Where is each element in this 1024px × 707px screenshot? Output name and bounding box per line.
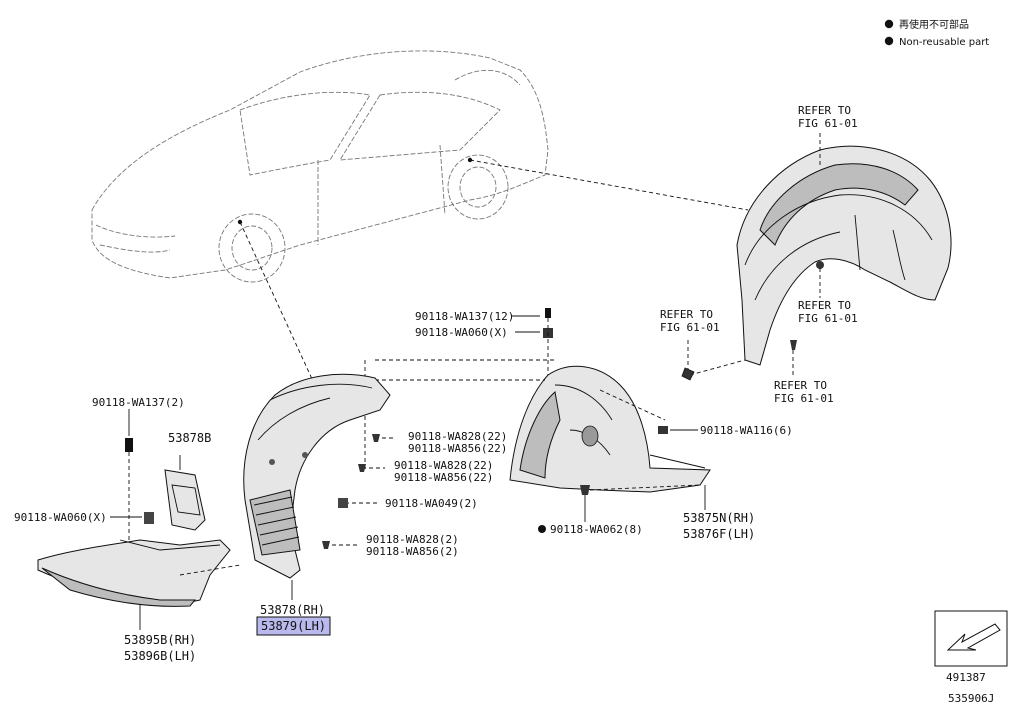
front-fender-liner <box>243 373 391 579</box>
label-53876f: 53876F(LH) <box>683 527 755 541</box>
non-reusable-bullet-icon <box>884 19 894 29</box>
leader-rear <box>469 159 749 211</box>
leader-clip-rear <box>689 359 746 376</box>
label-wa060-left: 90118-WA060(X) <box>14 511 107 524</box>
screw-icon <box>580 485 590 495</box>
legend-jp: 再使用不可部品 <box>899 18 969 31</box>
non-reusable-bullet-icon <box>538 525 546 533</box>
label-53879lh: 53879(LH) <box>261 619 326 633</box>
label-53878rh: 53878(RH) <box>260 603 325 617</box>
refer-to-label: REFER TO <box>660 308 713 321</box>
under-cover <box>37 539 241 607</box>
label-53878b: 53878B <box>168 431 211 445</box>
leader-front <box>239 221 319 393</box>
bolt-icon <box>125 438 133 452</box>
drawing-code: 535906J <box>948 692 994 705</box>
clip-icon <box>681 367 695 381</box>
label-wa856-c: 90118-WA856(2) <box>366 545 459 558</box>
leader-wa062 <box>589 484 701 491</box>
direction-icon-box: 491387 <box>934 610 1008 684</box>
label-53896b: 53896B(LH) <box>124 649 196 663</box>
refer-to-label: REFER TO <box>774 379 827 392</box>
label-wa828-a: 90118-WA828(22) <box>408 430 507 443</box>
icon-code: 491387 <box>946 671 986 684</box>
fastener-labels: 90118-WA137(12) 90118-WA060(X) 90118-WA1… <box>14 310 793 663</box>
screw-icon <box>372 434 380 442</box>
highlight-box <box>256 616 331 636</box>
label-53895b: 53895B(RH) <box>124 633 196 647</box>
refer-fig-label: FIG 61-01 <box>660 321 720 334</box>
non-reusable-bullet-icon <box>884 36 894 46</box>
label-wa137-top: 90118-WA137(12) <box>415 310 514 323</box>
refer-fig-label: FIG 61-01 <box>798 117 858 130</box>
legend-en: Non-reusable part <box>899 37 989 48</box>
bolt-icon <box>545 308 551 318</box>
leader-wa116 <box>599 389 666 421</box>
screw-icon <box>322 541 330 549</box>
nut-icon <box>338 498 348 508</box>
center-liner <box>509 308 711 493</box>
label-wa856-a: 90118-WA856(22) <box>408 442 507 455</box>
direction-arrow-icon <box>946 623 1001 651</box>
screw-icon <box>358 464 366 472</box>
refer-fig-label: FIG 61-01 <box>798 312 858 325</box>
label-53875n: 53875N(RH) <box>683 511 755 525</box>
legend: 再使用不可部品 Non-reusable part <box>884 18 989 48</box>
label-wa828-c: 90118-WA828(2) <box>366 533 459 546</box>
nut-icon <box>144 512 154 524</box>
refer-fig-label: FIG 61-01 <box>774 392 834 405</box>
label-wa062: 90118-WA062(8) <box>550 523 643 536</box>
label-wa828-b: 90118-WA828(22) <box>394 459 493 472</box>
refer-to-label: REFER TO <box>798 104 851 117</box>
screw-icon <box>790 340 797 350</box>
left-parts <box>125 438 206 546</box>
rear-fender-liner <box>736 145 952 366</box>
label-wa060-top: 90118-WA060(X) <box>415 326 508 339</box>
refer-to-label: REFER TO <box>798 299 851 312</box>
label-wa049: 90118-WA049(2) <box>385 497 478 510</box>
label-wa856-b: 90118-WA856(22) <box>394 471 493 484</box>
label-wa137-left: 90118-WA137(2) <box>92 396 185 409</box>
vehicle-outline <box>91 50 549 283</box>
label-wa116: 90118-WA116(6) <box>700 424 793 437</box>
clip-icon <box>658 426 668 434</box>
